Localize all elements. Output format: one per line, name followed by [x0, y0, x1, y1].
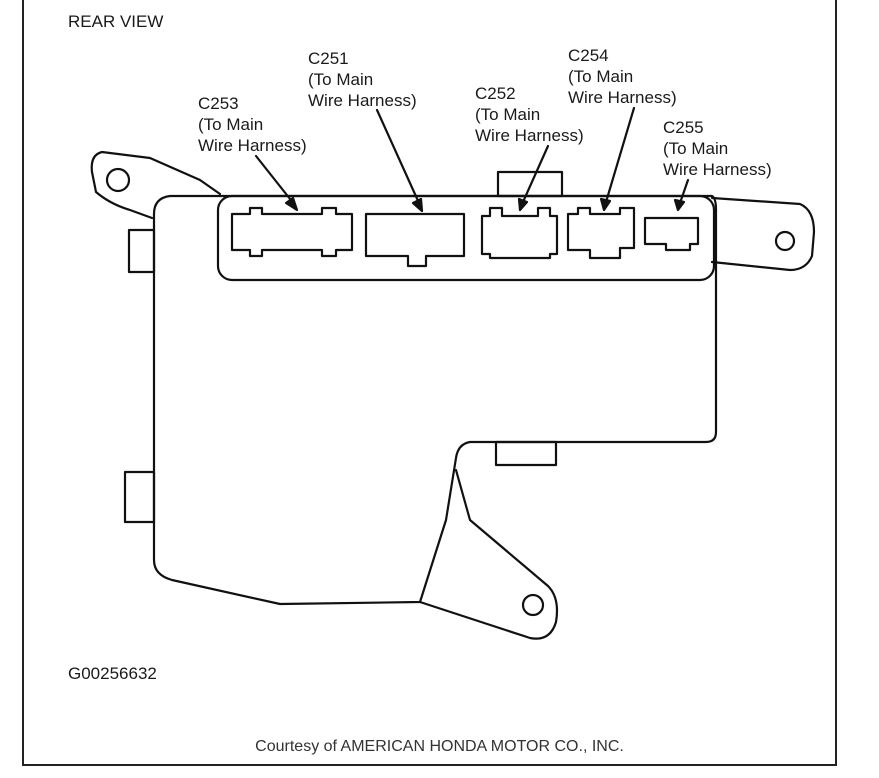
connector-note: (To Main — [308, 70, 374, 89]
callout-c253: C253 (To Main Wire Harness) — [198, 93, 307, 156]
connector-id: C255 — [663, 118, 704, 137]
lower-mount-hole — [521, 593, 545, 617]
right-mounting-ear — [710, 196, 816, 272]
leader-lines — [254, 106, 690, 213]
bottom-tab — [494, 440, 558, 467]
callout-c255: C255 (To Main Wire Harness) — [663, 117, 772, 180]
lower-bracket — [418, 468, 559, 640]
connector-panel — [216, 194, 716, 282]
left-lower-tab — [123, 470, 156, 524]
arrow-c253 — [284, 196, 299, 212]
housing-outline — [152, 194, 718, 606]
leader-c252 — [521, 144, 550, 204]
connector-c252-shape — [480, 206, 559, 260]
connector-c253-shape — [230, 206, 354, 258]
connector-id: C251 — [308, 49, 349, 68]
connector-note: Wire Harness) — [198, 136, 307, 155]
left-mount-hole — [105, 167, 131, 193]
connector-note: Wire Harness) — [663, 160, 772, 179]
connector-id: C252 — [475, 84, 516, 103]
leader-c253 — [254, 154, 296, 206]
view-title: REAR VIEW — [68, 12, 164, 31]
connector-c255-shape — [643, 216, 700, 252]
left-upper-tab — [127, 228, 156, 274]
arrow-c255 — [673, 198, 686, 212]
leader-c255 — [678, 178, 690, 205]
connector-note: Wire Harness) — [308, 91, 417, 110]
arrow-c254 — [599, 197, 612, 212]
courtesy-credit: Courtesy of AMERICAN HONDA MOTOR CO., IN… — [255, 738, 624, 755]
connector-note: (To Main — [663, 139, 729, 158]
arrow-c251 — [411, 197, 424, 213]
callout-c252: C252 (To Main Wire Harness) — [475, 83, 584, 146]
callout-c251: C251 (To Main Wire Harness) — [308, 48, 417, 111]
connector-c251-shape — [364, 212, 466, 268]
left-mounting-ear — [90, 150, 222, 220]
connector-id: C253 — [198, 94, 239, 113]
callout-c254: C254 (To Main Wire Harness) — [568, 45, 677, 108]
connector-note: Wire Harness) — [568, 88, 677, 107]
arrow-c252 — [517, 197, 529, 212]
connector-note: Wire Harness) — [475, 126, 584, 145]
connector-c254-shape — [566, 206, 636, 260]
diagram-frame — [22, 0, 837, 766]
connector-id: C254 — [568, 46, 609, 65]
right-mount-hole — [774, 230, 796, 252]
figure-id: G00256632 — [68, 664, 157, 683]
connector-note: (To Main — [198, 115, 264, 134]
leader-c251 — [375, 108, 421, 205]
leader-c254 — [604, 106, 636, 204]
connector-note: (To Main — [475, 105, 541, 124]
connector-note: (To Main — [568, 67, 634, 86]
